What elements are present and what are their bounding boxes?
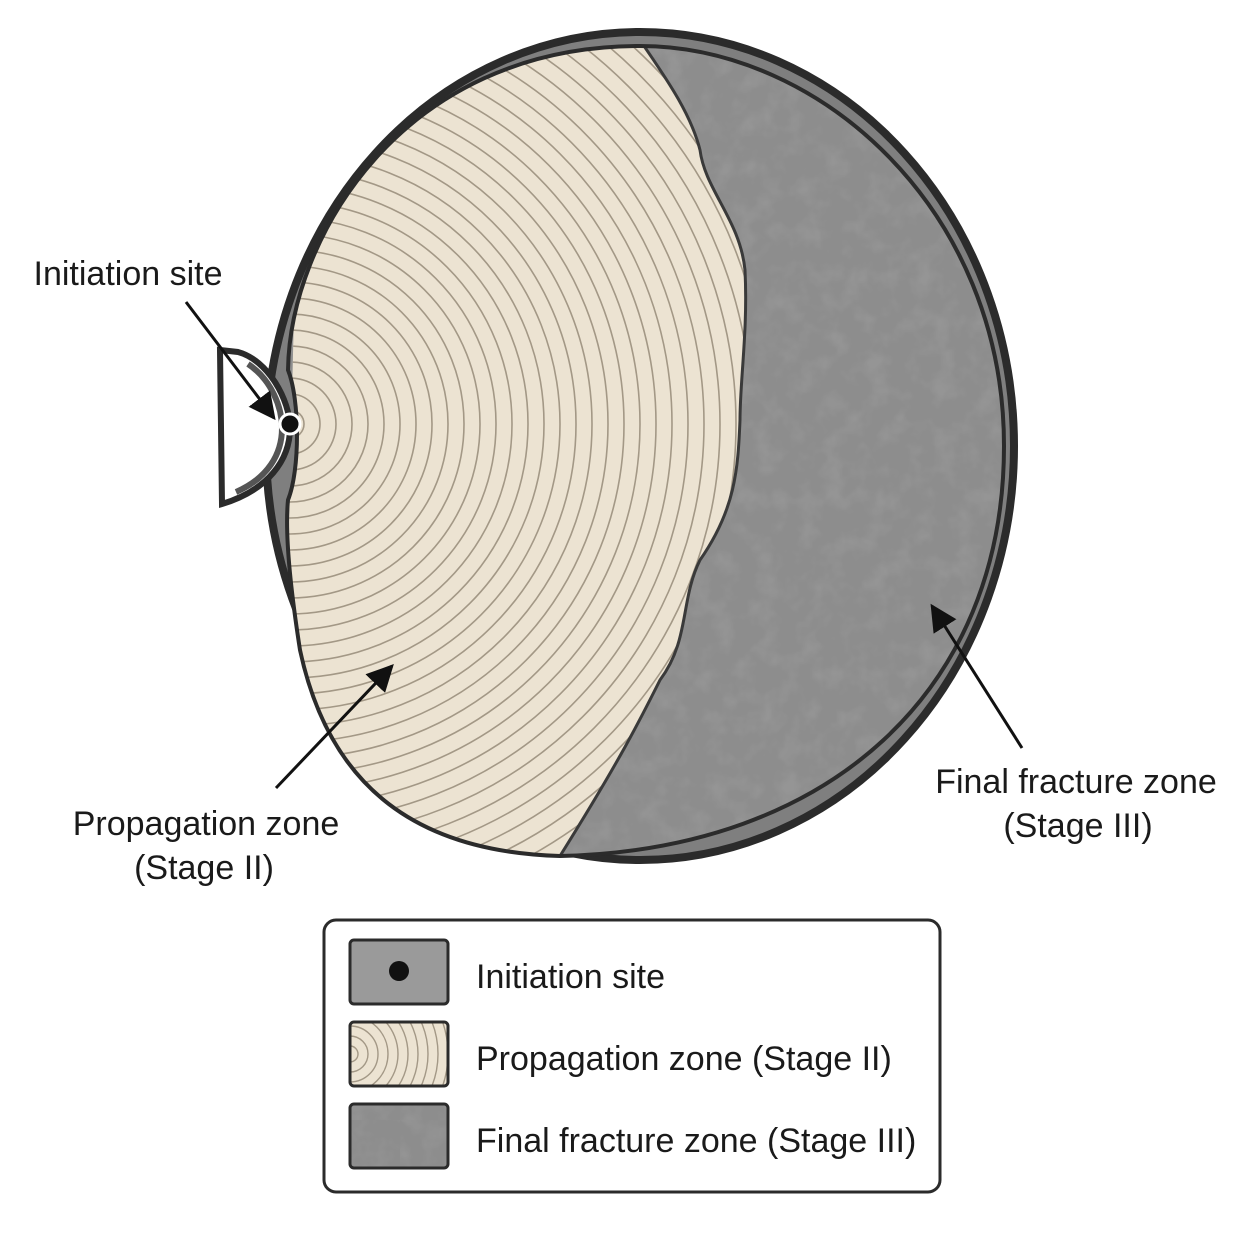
propagation-label-line2: (Stage II) [134, 849, 274, 887]
legend: Initiation site Propagation zone (Stage … [322, 918, 942, 1194]
swatch-arc [350, 1022, 419, 1086]
swatch-arc [350, 1022, 399, 1086]
beach-mark-arc [287, 46, 737, 856]
legend-box [322, 918, 942, 1194]
legend-item-initiation: Initiation site [476, 958, 665, 996]
swatch-arc [350, 1022, 409, 1086]
swatch-arc [350, 1035, 369, 1073]
beach-marks-swatch [348, 1020, 450, 1088]
rough-texture-swatch [348, 1102, 450, 1170]
final-fracture-label-line1: Final fracture zone [935, 763, 1217, 801]
initiation-arrow [184, 301, 276, 421]
propagation-arrow [274, 664, 394, 790]
propagation-label-line1: Propagation zone [73, 805, 340, 843]
swatch-arc [350, 1045, 359, 1063]
swatch-arc [350, 1022, 439, 1086]
initiation-label: Initiation site [34, 255, 223, 293]
final-fracture-label-line2: (Stage III) [1003, 807, 1152, 845]
legend-item-final-fracture: Final fracture zone (Stage III) [476, 1122, 916, 1160]
final-fracture-arrow [930, 603, 1024, 749]
swatch-arc [350, 1025, 379, 1083]
crack-front [558, 46, 748, 856]
initiation-site-dot [278, 412, 302, 436]
initiation-site-swatch [348, 938, 450, 1006]
swatch-arc [350, 1022, 429, 1086]
swatch-arc [350, 1022, 389, 1086]
legend-item-propagation: Propagation zone (Stage II) [476, 1040, 892, 1078]
